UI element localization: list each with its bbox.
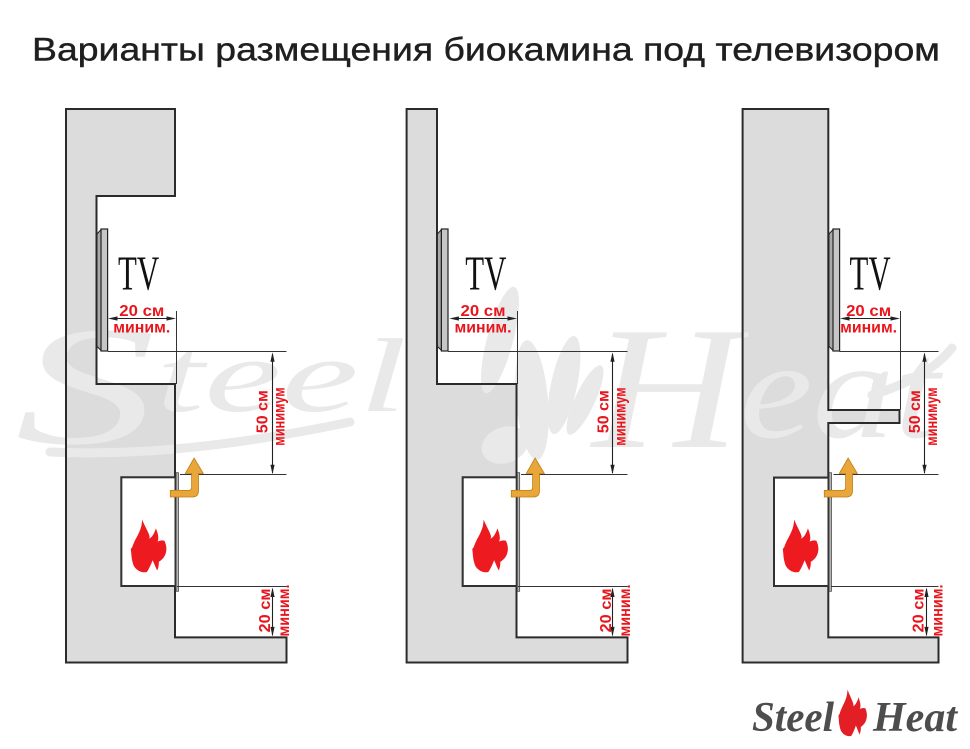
svg-text:миним.: миним.	[113, 319, 170, 336]
svg-text:20 см: 20 см	[598, 589, 615, 633]
svg-text:минимум: минимум	[272, 387, 289, 446]
svg-text:20 см: 20 см	[461, 303, 506, 320]
svg-text:50 см: 50 см	[907, 390, 924, 433]
svg-text:миним.: миним.	[617, 585, 634, 637]
svg-text:минимум: минимум	[613, 387, 630, 446]
svg-text:миним.: миним.	[840, 319, 897, 336]
svg-text:Steel: Steel	[15, 292, 407, 480]
svg-text:миним.: миним.	[455, 319, 512, 336]
svg-text:TV: TV	[465, 246, 506, 300]
svg-text:Варианты размещения биокамина: Варианты размещения биокамина под телеви…	[32, 32, 940, 68]
svg-text:50 см: 50 см	[254, 390, 271, 433]
svg-text:20 см: 20 см	[846, 303, 891, 320]
svg-text:Heat: Heat	[590, 291, 944, 485]
svg-text:TV: TV	[118, 246, 159, 300]
svg-text:20 см: 20 см	[119, 303, 164, 320]
svg-text:20 см: 20 см	[257, 589, 274, 633]
svg-text:минимум: минимум	[924, 387, 941, 446]
svg-text:20 см: 20 см	[911, 589, 928, 633]
svg-text:миним.: миним.	[276, 585, 293, 637]
svg-text:миним.: миним.	[930, 585, 947, 637]
svg-text:50 см: 50 см	[595, 390, 612, 433]
svg-text:Steel: Steel	[752, 695, 834, 741]
svg-text:Heat: Heat	[872, 695, 958, 741]
svg-text:TV: TV	[850, 246, 891, 300]
